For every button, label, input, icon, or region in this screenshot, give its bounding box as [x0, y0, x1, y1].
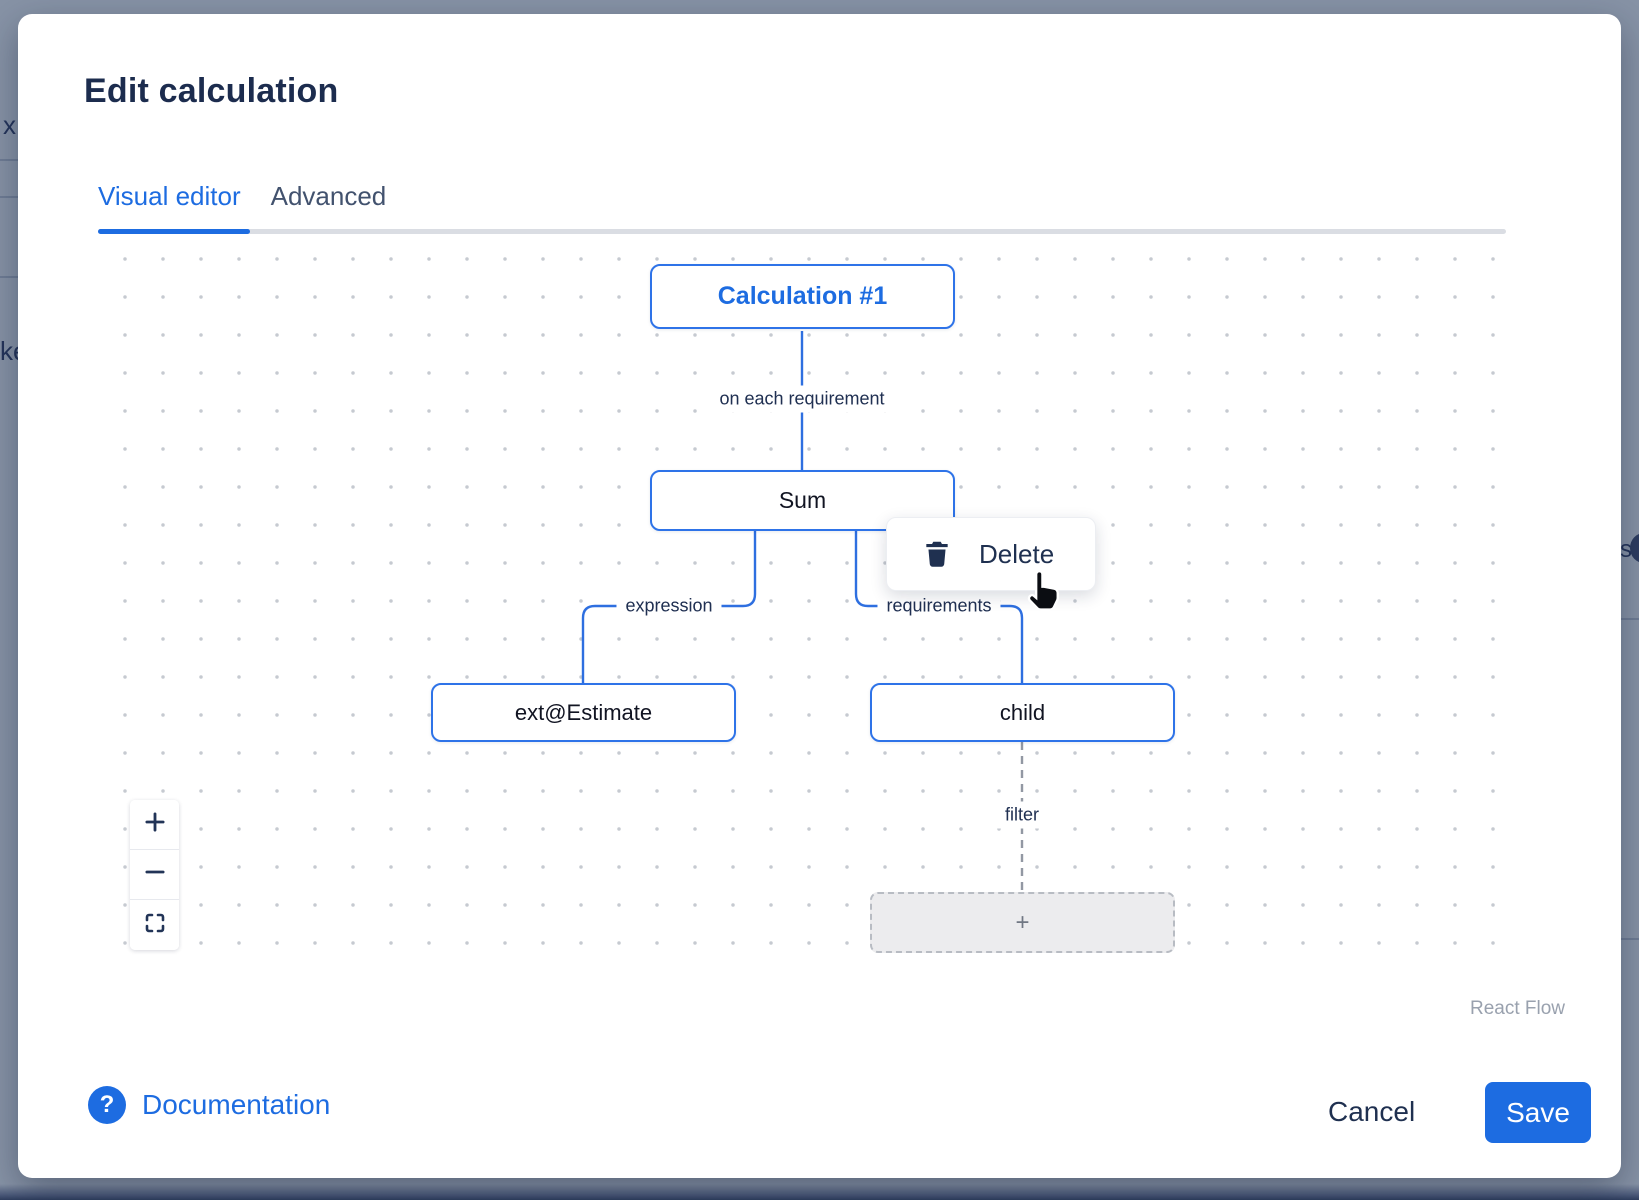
background-divider — [1621, 938, 1639, 940]
background-text-fragment: s — [1620, 536, 1632, 563]
hand-cursor-icon — [1021, 567, 1069, 615]
background-divider — [0, 196, 18, 198]
zoom-out-button[interactable] — [130, 850, 179, 900]
fit-view-button[interactable] — [130, 900, 179, 950]
background-avatar-fragment — [1630, 533, 1639, 563]
documentation-label: Documentation — [142, 1089, 331, 1120]
flow-canvas[interactable]: on each requirement expression requireme… — [98, 234, 1506, 979]
react-flow-attribution: React Flow — [1470, 998, 1566, 1019]
background-divider — [1621, 618, 1639, 620]
edge-label-on-each-requirement: on each requirement — [710, 385, 894, 413]
background-text-fragment: x — [3, 110, 16, 140]
background-divider — [0, 276, 18, 278]
node-add-placeholder[interactable]: + — [870, 892, 1175, 953]
zoom-in-button[interactable] — [130, 800, 179, 850]
minus-icon — [142, 859, 168, 890]
background-divider — [0, 159, 18, 161]
edit-calculation-dialog: Edit calculation Visual editor Advanced … — [18, 14, 1621, 1178]
context-menu: Delete — [886, 517, 1096, 591]
tab-visual-editor[interactable]: Visual editor — [98, 181, 241, 211]
flow-edges — [581, 331, 1024, 892]
node-child[interactable]: child — [870, 683, 1175, 742]
menu-item-delete[interactable]: Delete — [979, 538, 1055, 569]
background-bottom-bar — [0, 1184, 1639, 1200]
flow-controls — [130, 800, 179, 950]
fit-view-icon — [143, 911, 167, 940]
node-calculation[interactable]: Calculation #1 — [650, 264, 955, 329]
tab-bar: Visual editor Advanced — [98, 180, 386, 212]
edge-label-requirements: requirements — [877, 592, 1001, 620]
plus-icon — [142, 809, 168, 840]
cancel-button[interactable]: Cancel — [1328, 1096, 1416, 1127]
help-icon: ? — [88, 1086, 126, 1124]
trash-icon — [921, 538, 953, 570]
documentation-link[interactable]: ? Documentation — [88, 1086, 330, 1124]
dialog-title: Edit calculation — [84, 72, 339, 110]
save-button[interactable]: Save — [1485, 1082, 1591, 1143]
active-tab-indicator — [98, 229, 250, 234]
tab-advanced[interactable]: Advanced — [270, 181, 387, 211]
tab-track — [98, 229, 1506, 234]
node-ext-estimate[interactable]: ext@Estimate — [431, 683, 736, 742]
edge-label-filter: filter — [995, 801, 1049, 829]
edge-label-expression: expression — [616, 592, 722, 620]
